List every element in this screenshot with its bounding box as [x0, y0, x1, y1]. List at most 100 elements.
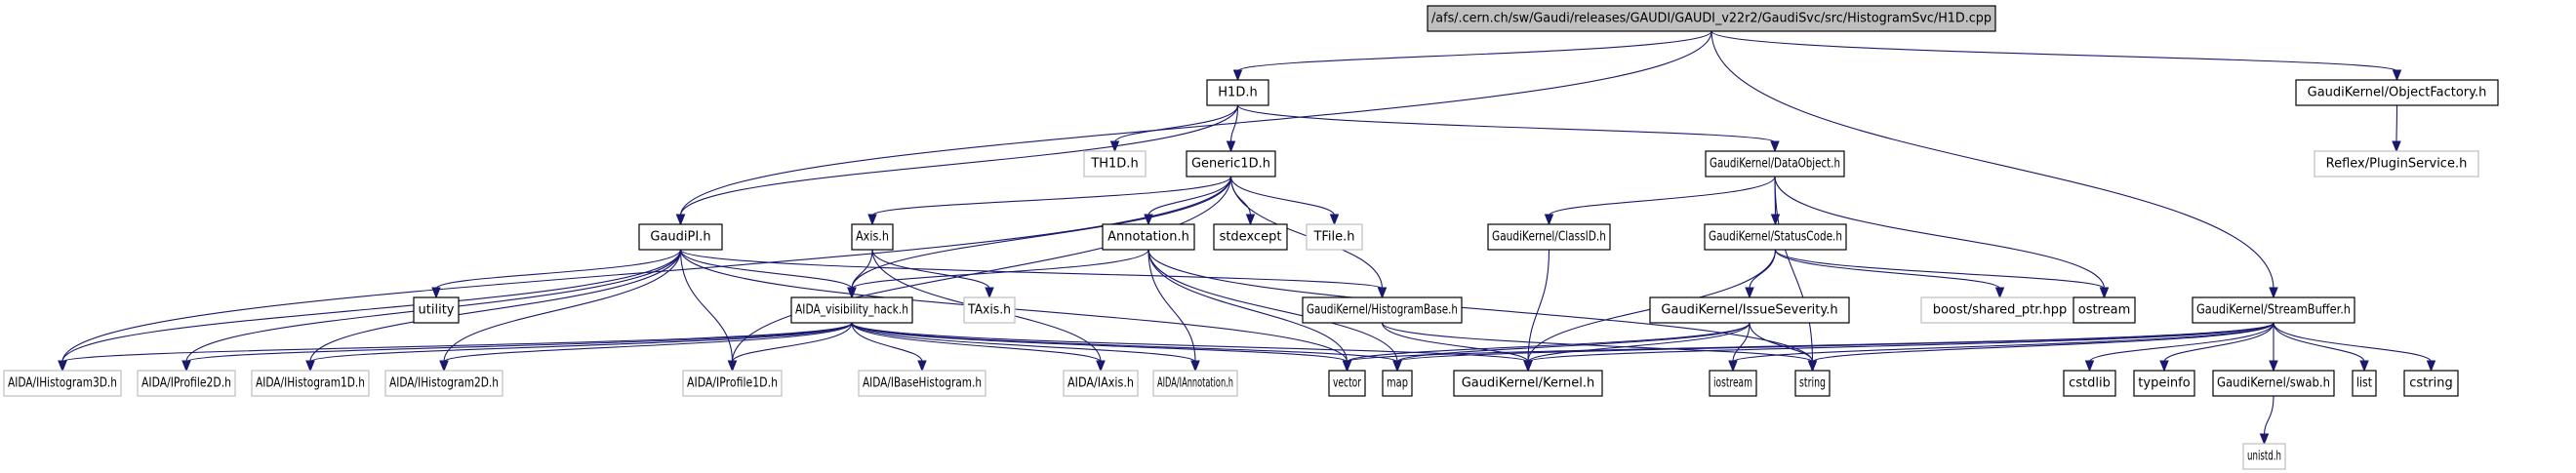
edge-issueseverity-to-kernel	[1527, 322, 1751, 363]
node-unistd: unistd.h	[2242, 443, 2286, 470]
arrowhead-icon	[1377, 287, 1388, 299]
edge-generic1d-to-annotation	[1147, 176, 1232, 217]
node-vector[interactable]: vector	[1328, 370, 1366, 397]
node-box	[251, 370, 370, 397]
node-label: GaudiPI.h	[650, 230, 710, 245]
node-sharedptr: boost/shared_ptr.hpp	[1920, 296, 2079, 324]
node-box	[1063, 370, 1139, 397]
node-box	[1649, 296, 1850, 324]
node-label: ostream	[2078, 303, 2131, 318]
edge-generic1d-to-axis	[871, 176, 1232, 217]
node-label: AIDA_visibility_hack.h	[795, 303, 908, 318]
edge-statuscode-to-sharedptr	[1774, 249, 2001, 290]
node-label: list	[2356, 376, 2372, 391]
edge-issueseverity-to-string	[1749, 322, 1814, 363]
arrowhead-icon	[2359, 360, 2369, 373]
node-label: TAxis.h	[967, 303, 1011, 318]
node-dataobject[interactable]: GaudiKernel/DataObject.h	[1705, 150, 1845, 177]
node-label: GaudiKernel/ObjectFactory.h	[2308, 86, 2487, 100]
node-label: H1D.h	[1218, 86, 1257, 100]
arrowhead-icon	[1770, 140, 1780, 153]
arrowhead-icon	[1245, 214, 1256, 226]
edge-streambuffer-to-string	[1811, 322, 2274, 363]
node-h1d[interactable]: H1D.h	[1206, 79, 1269, 106]
node-iostream[interactable]: iostream	[1709, 370, 1757, 397]
node-box	[1453, 370, 1603, 397]
node-box	[2073, 296, 2136, 324]
node-ostream[interactable]: ostream	[2073, 296, 2136, 324]
node-box	[2295, 79, 2499, 106]
node-box	[1794, 370, 1831, 397]
edge-issueseverity-to-iostream	[1732, 322, 1751, 363]
edge-root-to-h1d	[1236, 30, 1712, 72]
node-box	[2242, 443, 2286, 470]
node-label: GaudiKernel/swab.h	[2217, 376, 2330, 391]
node-box	[2314, 150, 2479, 177]
node-label: Annotation.h	[1107, 230, 1189, 245]
node-swab[interactable]: GaudiKernel/swab.h	[2212, 370, 2335, 397]
edge-aidahack-to-iprof1d	[731, 322, 853, 363]
arrowhead-icon	[727, 360, 738, 373]
node-utility[interactable]: utility	[413, 296, 460, 324]
node-cstdlib[interactable]: cstdlib	[2063, 370, 2116, 397]
node-map[interactable]: map	[1382, 370, 1413, 397]
node-box	[2352, 370, 2377, 397]
edge-statuscode-to-ostream	[1774, 249, 2106, 290]
node-kernel[interactable]: GaudiKernel/Kernel.h	[1453, 370, 1603, 397]
node-aidahack[interactable]: AIDA_visibility_hack.h	[790, 296, 913, 324]
node-box	[1487, 223, 1611, 251]
arrowhead-icon	[1544, 214, 1554, 226]
edge-aidahack-to-kernel	[851, 322, 1529, 363]
node-string[interactable]: string	[1794, 370, 1831, 397]
edge-root-to-streambuffer	[1711, 30, 2274, 290]
arrowhead-icon	[1523, 360, 1533, 373]
node-label: TH1D.h	[1090, 157, 1138, 172]
node-statuscode[interactable]: GaudiKernel/StatusCode.h	[1704, 223, 1847, 251]
node-iaxis: AIDA/IAxis.h	[1063, 370, 1139, 397]
node-box	[1213, 223, 1288, 251]
node-gaudipi[interactable]: GaudiPI.h	[638, 223, 723, 251]
node-box	[1102, 223, 1195, 251]
node-label: AIDA/IHistogram3D.h	[8, 376, 117, 391]
edge-streambuffer-to-map	[1396, 322, 2274, 363]
node-objfactory[interactable]: GaudiKernel/ObjectFactory.h	[2295, 79, 2499, 106]
edge-gaudipi-to-ihist1d	[309, 249, 682, 363]
node-classid[interactable]: GaudiKernel/ClassID.h	[1487, 223, 1611, 251]
edge-aidahack-to-ibasehist	[851, 322, 923, 363]
edge-aidahack-to-ihist3d	[61, 322, 853, 363]
node-box	[3, 370, 122, 397]
node-box	[682, 370, 783, 397]
edge-objfactory-to-pluginservice	[2395, 104, 2398, 143]
arrowhead-icon	[58, 360, 67, 373]
node-list[interactable]: list	[2352, 370, 2377, 397]
node-box	[1186, 150, 1276, 177]
node-stdexcept[interactable]: stdexcept	[1213, 223, 1288, 251]
node-label: map	[1387, 376, 1408, 391]
node-label: cstring	[2409, 376, 2452, 391]
node-cstring[interactable]: cstring	[2403, 370, 2459, 397]
node-generic1d[interactable]: Generic1D.h	[1186, 150, 1276, 177]
arrowhead-icon	[2269, 360, 2278, 373]
arrowhead-icon	[1232, 69, 1243, 82]
node-label: GaudiKernel/Kernel.h	[1462, 376, 1595, 391]
node-root[interactable]: /afs/.cern.ch/sw/Gaudi/releases/GAUDI/GA…	[1427, 5, 1996, 32]
edge-gaudipi-to-utility	[435, 249, 682, 290]
edge-aidahack-to-iprof2d	[185, 322, 853, 363]
node-axis[interactable]: Axis.h	[851, 223, 894, 251]
node-annotation[interactable]: Annotation.h	[1102, 223, 1195, 251]
node-label: utility	[419, 303, 455, 318]
node-iannotation: AIDA/IAnnotation.h	[1152, 370, 1238, 397]
node-label: iostream	[1713, 376, 1752, 391]
node-typeinfo[interactable]: typeinfo	[2133, 370, 2195, 397]
node-iprof1d: AIDA/IProfile1D.h	[682, 370, 783, 397]
arrowhead-icon	[1745, 287, 1754, 299]
node-label: Generic1D.h	[1191, 157, 1270, 172]
arrowhead-icon	[2269, 287, 2278, 299]
node-box	[137, 370, 236, 397]
edge-issueseverity-to-vector	[1346, 322, 1751, 363]
node-issueseverity[interactable]: GaudiKernel/IssueSeverity.h	[1649, 296, 1850, 324]
edge-annotation-to-aidahack	[851, 249, 1149, 290]
node-streambuffer[interactable]: GaudiKernel/StreamBuffer.h	[2192, 296, 2355, 324]
node-histbase[interactable]: GaudiKernel/HistogramBase.h	[1302, 296, 1463, 324]
